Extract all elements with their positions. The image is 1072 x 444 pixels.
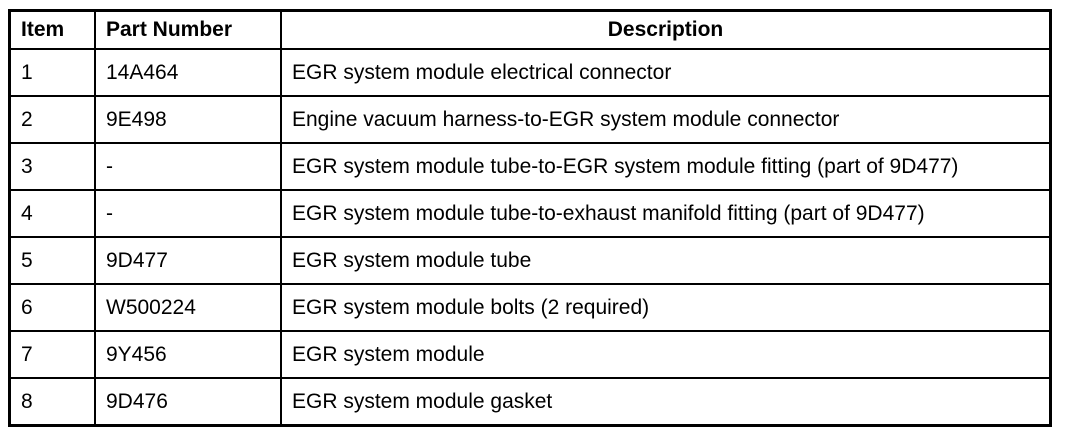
table-row: 2 9E498 Engine vacuum harness-to-EGR sys… — [8, 95, 1052, 144]
cell-description: EGR system module bolts (2 required) — [280, 283, 1052, 332]
cell-description: EGR system module electrical connector — [280, 48, 1052, 97]
cell-part-number: 9D476 — [94, 377, 282, 427]
cell-description: Engine vacuum harness-to-EGR system modu… — [280, 95, 1052, 144]
table-row: 5 9D477 EGR system module tube — [8, 236, 1052, 285]
cell-item: 5 — [8, 236, 96, 285]
cell-part-number: - — [94, 142, 282, 191]
cell-description: EGR system module — [280, 330, 1052, 379]
cell-description: EGR system module tube-to-EGR system mod… — [280, 142, 1052, 191]
column-header-item: Item — [8, 9, 96, 50]
cell-part-number: 9D477 — [94, 236, 282, 285]
cell-part-number: W500224 — [94, 283, 282, 332]
cell-item: 1 — [8, 48, 96, 97]
table-row: 3 - EGR system module tube-to-EGR system… — [8, 142, 1052, 191]
cell-description: EGR system module gasket — [280, 377, 1052, 427]
cell-item: 3 — [8, 142, 96, 191]
cell-item: 2 — [8, 95, 96, 144]
table-body: 1 14A464 EGR system module electrical co… — [8, 48, 1052, 427]
column-header-description: Description — [280, 9, 1052, 50]
cell-part-number: - — [94, 189, 282, 238]
cell-part-number: 14A464 — [94, 48, 282, 97]
table-row: 7 9Y456 EGR system module — [8, 330, 1052, 379]
parts-table: Item Part Number Description 1 14A464 EG… — [8, 9, 1052, 427]
column-header-part-number: Part Number — [94, 9, 282, 50]
cell-description: EGR system module tube-to-exhaust manifo… — [280, 189, 1052, 238]
header-row: Item Part Number Description — [8, 9, 1052, 50]
cell-item: 8 — [8, 377, 96, 427]
page: Item Part Number Description 1 14A464 EG… — [8, 9, 1052, 427]
cell-part-number: 9E498 — [94, 95, 282, 144]
table-row: 4 - EGR system module tube-to-exhaust ma… — [8, 189, 1052, 238]
cell-description: EGR system module tube — [280, 236, 1052, 285]
table-row: 6 W500224 EGR system module bolts (2 req… — [8, 283, 1052, 332]
table-row: 8 9D476 EGR system module gasket — [8, 377, 1052, 427]
cell-item: 4 — [8, 189, 96, 238]
table-row: 1 14A464 EGR system module electrical co… — [8, 48, 1052, 97]
cell-item: 6 — [8, 283, 96, 332]
cell-item: 7 — [8, 330, 96, 379]
table-header: Item Part Number Description — [8, 9, 1052, 50]
cell-part-number: 9Y456 — [94, 330, 282, 379]
